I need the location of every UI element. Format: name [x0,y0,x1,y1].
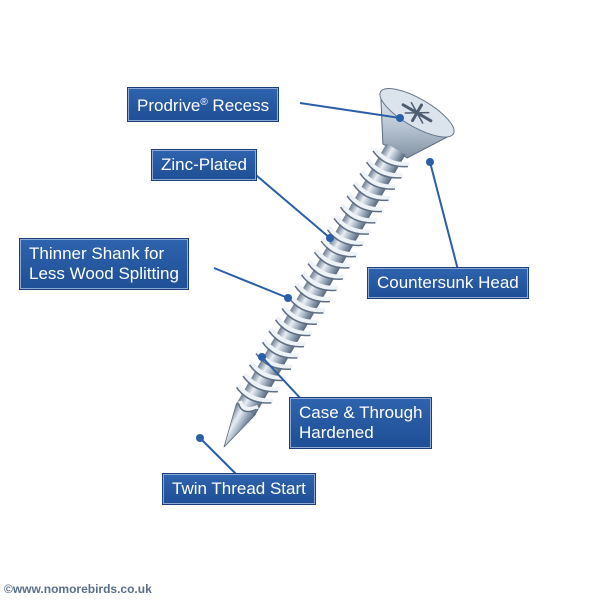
leader-head [429,161,459,271]
thread-crest [340,203,378,223]
thread-crest [242,372,280,392]
label-shank-line1: Thinner Shank for [29,244,165,263]
label-prodrive-recess: Prodrive® Recess [128,88,279,121]
thread-shadow [235,386,272,404]
leader-zinc [249,169,331,239]
label-zinc-plated: Zinc-Plated [152,150,256,180]
leader-twin [199,437,239,477]
thread-shadow [326,229,363,247]
thread-crest [314,248,352,268]
thread-shadow [274,319,311,337]
label-head-text: Countersunk Head [377,273,519,292]
label-recess-suffix: Recess [207,96,270,115]
label-countersunk-head: Countersunk Head [368,268,528,298]
label-case-hardened: Case & Through Hardened [290,398,432,448]
thread-crest [294,282,332,302]
thread-shadow [237,403,257,413]
thread-crest [262,338,300,358]
thread-crest [353,180,391,200]
thread-crest [327,225,365,245]
thread-shadow [307,263,344,280]
label-hardened-line2: Hardened [299,423,374,442]
thread-crest [236,383,274,403]
label-zinc-text: Zinc-Plated [161,155,247,174]
thread-shadow [242,375,279,393]
thread-shadow [294,285,331,303]
thread-crest [359,169,397,189]
label-prodrive-text: Prodrive [137,96,201,115]
thread-crest [281,304,319,324]
screw-illustration [223,88,455,448]
thread-shadow [346,195,383,213]
thread-shadow [281,308,318,325]
thread-shadow [339,206,376,224]
thread-shadow [320,240,357,258]
thread-shadow [372,150,409,168]
thread-crest [288,293,326,313]
label-twin-text: Twin Thread Start [172,479,306,498]
thread-shadow [248,364,285,382]
registered-mark: ® [200,97,208,108]
thread-crest [268,327,306,347]
leader-recess [299,102,401,119]
thread-crest [238,400,259,411]
thread-shadow [268,330,305,348]
thread-crest [346,192,384,212]
leader-dots [196,114,434,442]
leader-hardened [261,356,303,401]
thread-crest [307,259,345,279]
screw-shank [236,143,406,415]
leader-shank [213,267,289,299]
thread-crest [372,147,410,167]
label-hardened-line1: Case & Through [299,403,423,422]
thread-crest [366,158,404,178]
watermark-credit: ©www.nomorebirds.co.uk [4,582,152,596]
thread-shadow [365,161,402,179]
label-thinner-shank: Thinner Shank for Less Wood Splitting [20,239,188,289]
thread-shadow [300,274,337,292]
thread-shadow [261,341,298,359]
thread-shadow [333,218,370,235]
thread-shadow [352,184,389,202]
thread-shadow [359,173,396,190]
thread-shadow [313,251,350,269]
prodrive-recess-icon [401,101,433,124]
thread-crest [275,316,313,335]
thread-crest [320,237,358,257]
thread-crest [301,270,339,290]
thread-crest [255,349,293,369]
leader-lines [199,102,459,477]
label-shank-line2: Less Wood Splitting [29,264,179,283]
thread-crest [333,214,371,234]
label-twin-thread-start: Twin Thread Start [163,474,315,504]
